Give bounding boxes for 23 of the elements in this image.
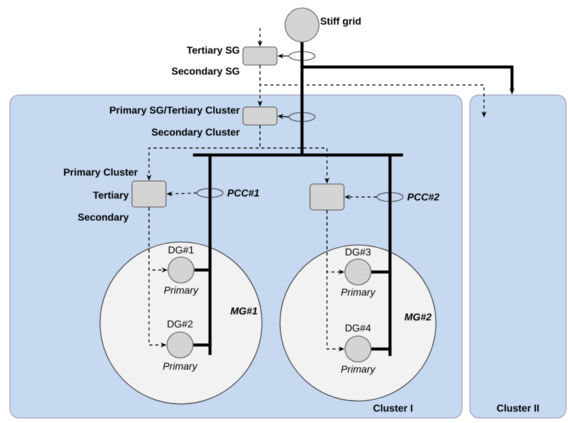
sensor-ellipse <box>288 51 316 61</box>
node-label: DG#4 <box>346 324 371 332</box>
node-label: DG#1 <box>168 246 194 254</box>
sensor-ellipse <box>288 112 316 122</box>
node-label: Tertiary SG <box>186 46 240 56</box>
node-label: Tertiary <box>92 191 129 201</box>
node-label: PCC#1 <box>227 189 259 197</box>
node-label: Primary <box>341 365 376 375</box>
node-label: DG#2 <box>168 320 193 328</box>
node-label: Secondary <box>78 213 129 223</box>
node-label: Primary <box>163 362 198 372</box>
node-label: Secondary Cluster <box>152 128 240 138</box>
node-label: Primary <box>164 286 199 296</box>
node-label: Stiff grid <box>320 17 361 27</box>
node-label: Primary Cluster <box>64 168 138 178</box>
cluster-panel: Cluster II <box>470 94 566 418</box>
node-label: DG#3 <box>346 248 371 256</box>
node-label: Primary SG/Tertiary Cluster <box>110 106 240 116</box>
controller-box <box>310 184 344 210</box>
power-line <box>300 42 392 350</box>
node-label: Primary <box>341 288 376 298</box>
node-label: Secondary SG <box>172 67 240 77</box>
node-label: PCC#2 <box>407 193 440 201</box>
